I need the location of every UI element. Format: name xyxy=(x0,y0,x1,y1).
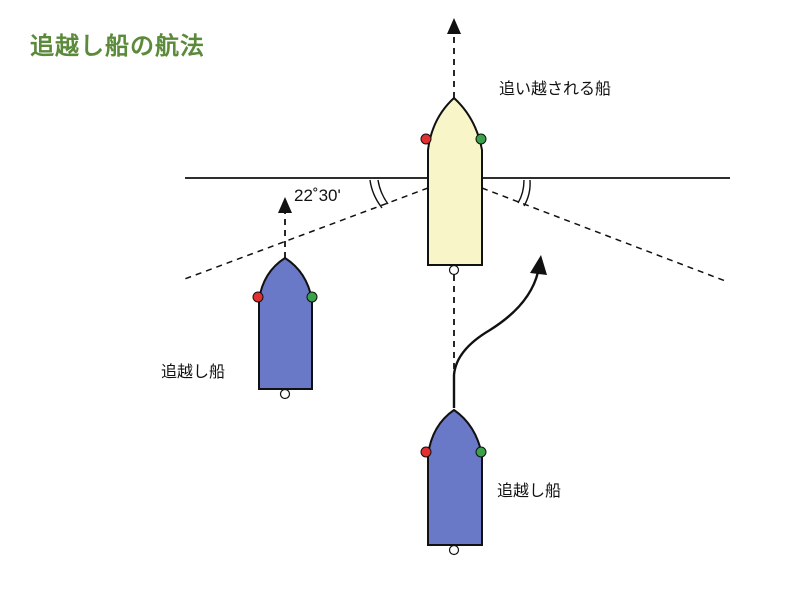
angle-arc-right-inner xyxy=(523,179,531,207)
overtaken-starboard-light xyxy=(475,133,487,145)
angle-arc-left-outer xyxy=(369,179,383,209)
overtaken-port-light xyxy=(420,133,432,145)
bottom-overtaking-ship-label: 追越し船 xyxy=(497,481,562,500)
bottom-ship-stern-light xyxy=(448,544,460,556)
left-ship-starboard-light xyxy=(306,291,318,303)
bottom-ship-starboard-light xyxy=(475,446,487,458)
bottom-overtaking-ship-hull xyxy=(427,408,483,546)
left-ship-heading-arrowhead xyxy=(278,197,292,213)
bottom-ship-port-light xyxy=(420,446,432,458)
left-ship-port-light xyxy=(252,291,264,303)
angle-arc-left-inner xyxy=(377,179,389,205)
bottom-ship-course-arrowhead xyxy=(530,255,547,275)
left-overtaking-ship-hull xyxy=(258,256,313,390)
overtaken-ship-label: 追い越される船 xyxy=(499,79,612,98)
diagram-title: 追越し船の航法 xyxy=(30,32,205,60)
angle-label: 22˚30' xyxy=(294,186,341,205)
angle-arc-right-outer xyxy=(517,179,525,204)
left-overtaking-ship-label: 追越し船 xyxy=(161,362,226,381)
overtaken-stern-light xyxy=(448,264,460,276)
overtaken-heading-arrowhead xyxy=(447,18,461,34)
overtaken-ship-hull xyxy=(427,96,483,266)
left-ship-stern-light xyxy=(279,388,291,400)
bottom-ship-course-curve xyxy=(452,271,540,408)
